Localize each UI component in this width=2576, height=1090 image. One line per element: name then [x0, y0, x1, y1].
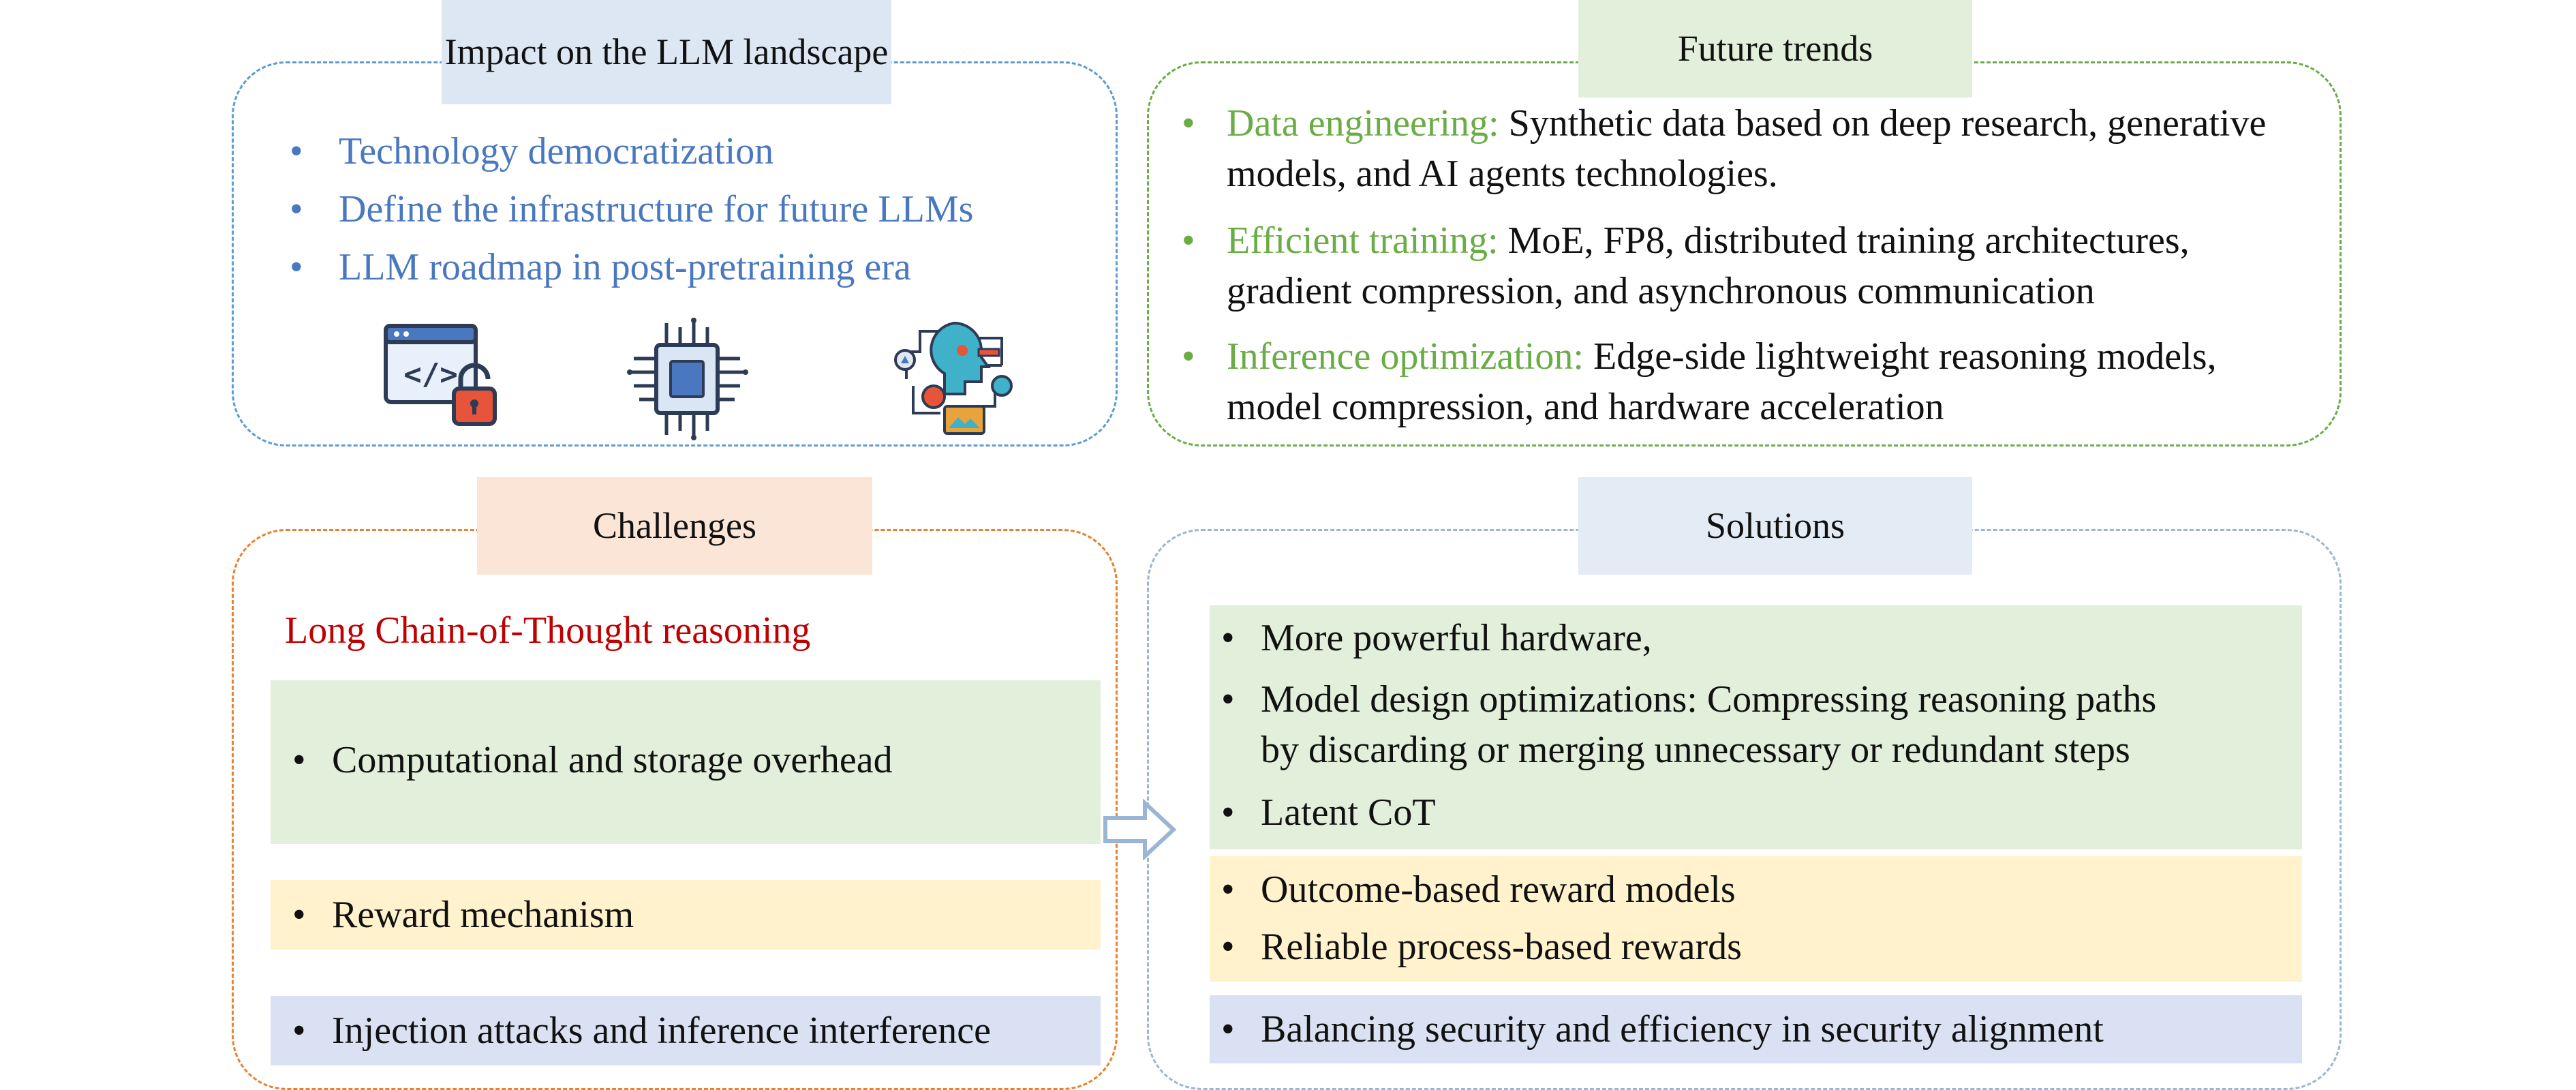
- solution-item: Latent CoT: [1221, 787, 1436, 838]
- challenge-band-reward: Reward mechanism: [271, 880, 1101, 950]
- future-item-label: Inference optimization:: [1227, 335, 1584, 378]
- right-arrow-icon: [1103, 799, 1177, 860]
- solution-item: Balancing security and efficiency in sec…: [1221, 1004, 2104, 1055]
- solution-band-compute: More powerful hardware, Model design opt…: [1210, 605, 2302, 849]
- future-trends-title: Future trends: [1578, 0, 1972, 97]
- ai-head-network-icon: [894, 321, 1013, 435]
- solutions-title: Solutions: [1578, 477, 1972, 575]
- challenge-band-compute: Computational and storage overhead: [271, 680, 1101, 844]
- challenge-band-security: Injection attacks and inference interfer…: [271, 996, 1101, 1065]
- challenges-subtitle: Long Chain-of-Thought reasoning: [285, 609, 811, 652]
- challenges-title: Challenges: [477, 477, 872, 575]
- future-item: Data engineering: Synthetic data based o…: [1182, 98, 2317, 199]
- solution-item: Reliable process-based rewards: [1221, 922, 1742, 972]
- impact-item: LLM roadmap in post-pretraining era: [290, 248, 911, 286]
- impact-title: Impact on the LLM landscape: [442, 0, 891, 104]
- solution-band-reward: Outcome-based reward models Reliable pro…: [1210, 856, 2302, 982]
- future-item-label: Data engineering:: [1227, 102, 1499, 145]
- future-item-text: Synthetic data based on deep research, g…: [1227, 102, 2267, 195]
- future-item: Efficient training: MoE, FP8, distribute…: [1182, 215, 2317, 316]
- svg-text:</>: </>: [403, 357, 457, 392]
- solution-item: More powerful hardware,: [1221, 613, 1652, 663]
- impact-item: Technology democratization: [290, 132, 773, 170]
- solution-item: Outcome-based reward models: [1221, 864, 1736, 915]
- future-item-text: Edge-side lightweight reasoning models, …: [1227, 335, 2217, 428]
- challenge-item: Computational and storage overhead: [292, 735, 893, 785]
- future-item-label: Efficient training:: [1227, 219, 1499, 262]
- challenge-item: Injection attacks and inference interfer…: [292, 1005, 991, 1056]
- solution-item: Model design optimizations: Compressing …: [1221, 674, 2156, 725]
- future-item: Inference optimization: Edge-side lightw…: [1182, 331, 2317, 432]
- code-lock-icon: </>: [384, 324, 497, 426]
- challenge-item: Reward mechanism: [292, 890, 634, 940]
- impact-item: Define the infrastructure for future LLM…: [290, 190, 973, 228]
- future-item-text: MoE, FP8, distributed training architect…: [1227, 219, 2190, 312]
- solution-item-continuation: by discarding or merging unnecessary or …: [1261, 729, 2130, 771]
- solution-band-security: Balancing security and efficiency in sec…: [1210, 995, 2302, 1063]
- chip-icon: [627, 318, 748, 440]
